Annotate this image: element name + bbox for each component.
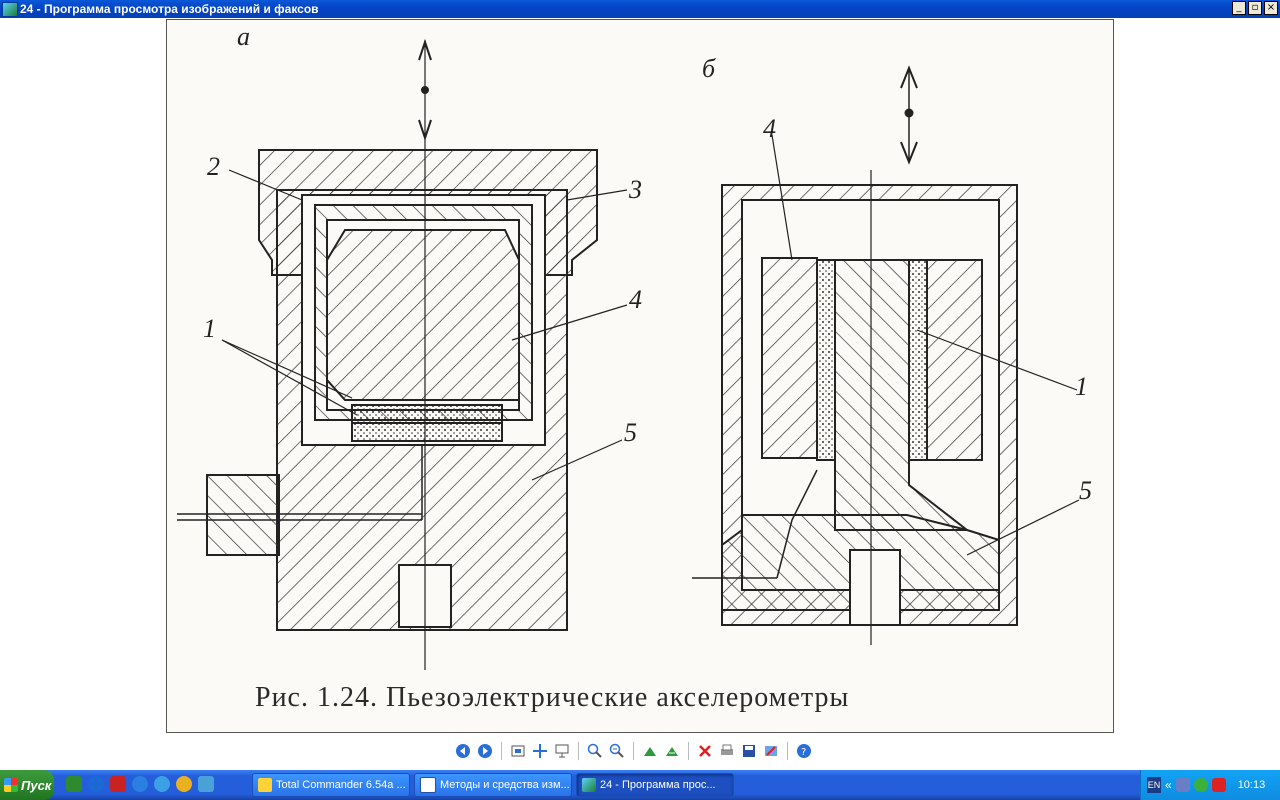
next-image-icon[interactable] (476, 742, 494, 760)
figure-a-label: а (237, 22, 250, 51)
network-icon[interactable] (1175, 778, 1190, 792)
zoom-out-icon[interactable] (608, 742, 626, 760)
maximize-button[interactable]: ▫ (1248, 1, 1262, 15)
app-icon (2, 2, 18, 17)
zoom-in-icon[interactable] (586, 742, 604, 760)
prev-image-icon[interactable] (454, 742, 472, 760)
language-indicator[interactable]: EN (1147, 777, 1161, 793)
slideshow-icon[interactable] (553, 742, 571, 760)
word-icon (420, 777, 436, 793)
help-icon[interactable]: ? (795, 742, 813, 760)
task-word-document[interactable]: Методы и средства изм... (414, 773, 572, 797)
callout-b-4: 4 (763, 114, 776, 143)
task-image-viewer[interactable]: 24 - Программа прос... (576, 773, 734, 797)
close-button[interactable]: × (1264, 1, 1278, 15)
save-icon[interactable] (740, 742, 758, 760)
svg-text:?: ? (801, 747, 806, 758)
figure-b-label: б (702, 54, 716, 83)
image-viewer-icon (582, 778, 596, 792)
system-tray: EN « 10:13 (1140, 770, 1280, 800)
figure-caption: Рис. 1.24. Пьезоэлектрические акселероме… (255, 682, 850, 713)
print-icon[interactable] (718, 742, 736, 760)
title-bar: 24 - Программа просмотра изображений и ф… (0, 0, 1280, 18)
viewer-toolbar: ? (0, 738, 1280, 768)
edit-icon[interactable] (762, 742, 780, 760)
accelerometer-drawing (177, 38, 1080, 670)
best-fit-icon[interactable] (509, 742, 527, 760)
rotate-counterclockwise-icon[interactable] (663, 742, 681, 760)
windows-flag-icon (4, 778, 18, 792)
image-viewport[interactable]: а б 2 1 3 4 5 4 1 5 Рис. 1.24. Пьезоэлек… (0, 18, 1280, 738)
clock[interactable]: 10:13 (1237, 779, 1266, 791)
total-commander-icon (258, 778, 272, 792)
media-player-icon[interactable] (176, 776, 192, 792)
minimize-button[interactable]: _ (1232, 1, 1246, 15)
task-total-commander[interactable]: Total Commander 6.54a ... (252, 773, 410, 797)
callout-b-1: 1 (1075, 372, 1088, 401)
taskbar: Пуск Total Commander 6.54a ... Методы и … (0, 770, 1280, 800)
callout-a-1: 1 (203, 314, 216, 343)
scanned-figure: а б 2 1 3 4 5 4 1 5 Рис. 1.24. Пьезоэлек… (166, 19, 1114, 733)
start-button[interactable]: Пуск (0, 770, 54, 800)
quick-launch-app-icon[interactable] (66, 776, 82, 792)
callout-a-2: 2 (207, 152, 220, 181)
callout-a-3: 3 (629, 175, 642, 204)
callout-a-4: 4 (629, 285, 642, 314)
callout-a-5: 5 (624, 418, 637, 447)
delete-icon[interactable] (696, 742, 714, 760)
security-shield-icon[interactable] (1193, 778, 1208, 792)
quick-launch-k-icon[interactable] (154, 776, 170, 792)
callout-b-5: 5 (1079, 476, 1092, 505)
accelerometer-a (177, 38, 628, 670)
internet-explorer-icon[interactable] (132, 776, 148, 792)
actual-size-icon[interactable] (531, 742, 549, 760)
rotate-clockwise-icon[interactable] (641, 742, 659, 760)
quick-launch-office-icon[interactable] (110, 776, 126, 792)
antivirus-icon[interactable] (1211, 778, 1226, 792)
accelerometer-b (692, 65, 1080, 645)
start-label: Пуск (21, 777, 52, 793)
quick-launch-browser-icon[interactable] (88, 776, 104, 792)
window-title: 24 - Программа просмотра изображений и ф… (20, 2, 319, 16)
tray-expand-chevron[interactable]: « (1165, 778, 1172, 792)
quick-launch (66, 776, 214, 792)
quick-launch-tool-icon[interactable] (198, 776, 214, 792)
